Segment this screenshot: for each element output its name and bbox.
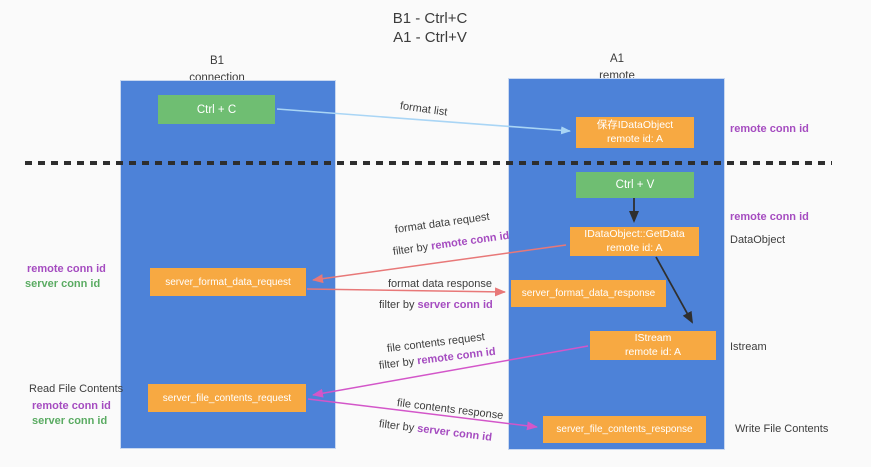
node-server-file-contents-request: server_file_contents_request [148,384,306,412]
edge-label-format-list: format list [399,100,449,119]
right-label-remote-conn-id-top: remote conn id [730,123,809,135]
left-label-remote-conn-id-format: remote conn id [27,263,106,275]
right-label-dataobject: DataObject [730,234,786,246]
left-label-remote-conn-id-file: remote conn id [32,400,111,412]
diagram-title-line1: B1 - Ctrl+C [392,10,468,27]
node-idataobject-getdata-line1: IDataObject::GetData [584,227,685,240]
right-label-write-file-contents: Write File Contents [735,423,829,435]
node-idataobject-getdata: IDataObject::GetData remote id: A [570,227,699,256]
node-server-format-data-request: server_format_data_request [150,268,306,296]
node-server-format-data-response: server_format_data_response [511,280,666,307]
node-save-idataobject-line2: remote id: A [606,132,664,145]
right-label-remote-conn-id-mid: remote conn id [730,211,809,223]
remote-conn-id-text: remote conn id [430,229,511,253]
filter-by-text: filter by [378,418,415,435]
session-divider-dashed-line [25,161,832,165]
edge-label-filter-server-1: filter by server conn id [379,299,493,311]
server-conn-id-text: server conn id [417,299,493,311]
right-label-istream: Istream [730,341,767,353]
filter-by-text: filter by [379,299,415,311]
left-label-server-conn-id-format: server conn id [25,278,101,290]
diagram-title-line2: A1 - Ctrl+V [393,29,467,46]
node-ctrl-v: Ctrl + V [576,172,694,198]
left-label-read-file-contents: Read File Contents [29,383,124,395]
node-istream: IStream remote id: A [590,331,716,360]
left-label-server-conn-id-file: server conn id [32,415,108,427]
node-server-file-contents-response: server_file_contents_response [543,416,706,443]
node-ctrl-c: Ctrl + C [158,95,275,124]
node-save-idataobject: 保存IDataObject remote id: A [576,117,694,148]
edge-label-file-contents-response: file contents response [396,397,504,422]
node-idataobject-getdata-line2: remote id: A [606,241,663,254]
server-conn-id-text: server conn id [416,422,493,444]
node-save-idataobject-line1: 保存IDataObject [596,118,674,131]
node-istream-line2: remote id: A [624,345,682,358]
filter-by-text: filter by [392,241,429,258]
edge-label-format-data-response: format data response [388,278,492,290]
edge-label-format-data-request: format data request [394,210,491,236]
lifeline-b1-name: B1 [209,55,225,67]
lifeline-a1-name: A1 [609,53,625,65]
filter-by-text: filter by [378,355,415,372]
node-istream-line1: IStream [634,331,672,344]
edge-label-filter-server-2: filter by server conn id [378,418,492,444]
